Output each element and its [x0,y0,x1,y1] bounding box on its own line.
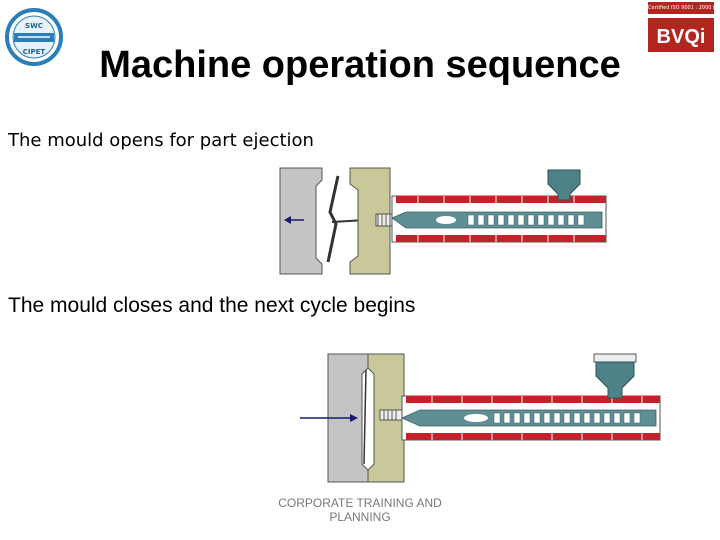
footer-text: CORPORATE TRAINING AND PLANNING [278,496,442,524]
cipet-logo-icon: SWC CIPET [5,8,63,66]
ejected-part [326,175,340,263]
logo-left-text-top: SWC [25,22,43,30]
heater-band-bottom [406,433,660,440]
fixed-mould-half [349,167,391,275]
logo-left-text-bottom: CIPET [23,48,46,56]
mould-open-diagram [279,167,607,275]
moving-mould-half [279,167,323,275]
mould-closed-diagram [300,353,661,483]
hopper [547,169,581,201]
step-caption-open: The mould opens for part ejection [8,130,314,151]
certification-badge: Certified ISO 9001 : 2000 Inc [648,2,714,14]
step-caption-close: The mould closes and the next cycle begi… [8,294,416,317]
heater-band-top [396,196,606,203]
heater-band-top [406,396,660,403]
hopper [595,361,635,399]
slide-title: Machine operation sequence [99,44,621,86]
bvqi-logo-icon: BVQi [648,18,714,52]
bvqi-logo-text: BVQi [657,26,706,48]
heater-band-bottom [396,235,606,242]
